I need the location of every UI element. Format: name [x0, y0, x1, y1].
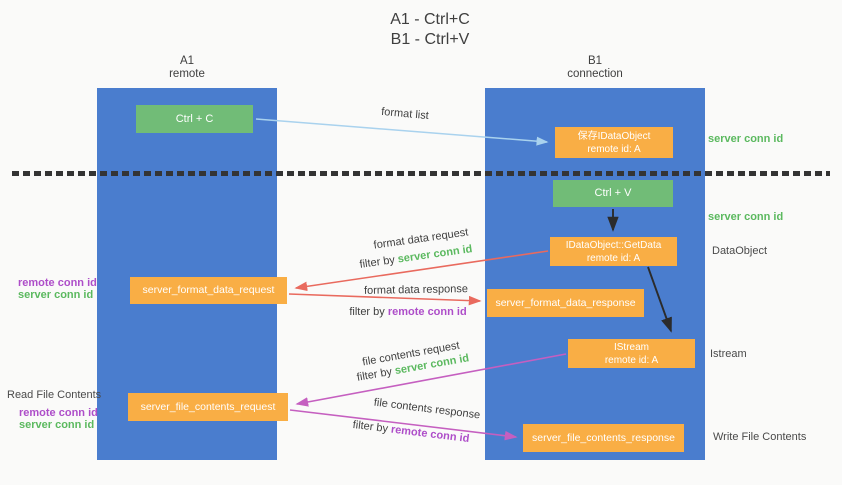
- server-format-data-response-node: server_format_data_response: [487, 289, 644, 317]
- filter-by-remote-conn-id-2: filter by remote conn id: [352, 419, 471, 445]
- right-column-header: B1 connection: [545, 55, 645, 81]
- ctrl-c-node: Ctrl + C: [136, 105, 253, 133]
- filter-remote-conn-id-1: remote conn id: [387, 306, 467, 318]
- left-conn-id-pair-top: remote conn id server conn id: [18, 277, 97, 301]
- left-conn-id-pair-bottom: remote conn id server conn id: [19, 407, 98, 431]
- ctrl-v-node: Ctrl + V: [553, 180, 673, 207]
- right-column-id: B1: [587, 55, 603, 67]
- left-column-id: A1: [179, 55, 195, 67]
- istream-node: IStream remote id: A: [568, 339, 695, 368]
- remote-conn-id-label-2: remote conn id: [19, 407, 98, 419]
- file-contents-response-label: file contents response: [373, 396, 481, 422]
- istream-line1: IStream: [613, 341, 649, 353]
- save-idataobject-line1: 保存IDataObject: [577, 130, 651, 142]
- format-list-label: format list: [380, 105, 430, 123]
- istream-side-label: Istream: [710, 348, 747, 360]
- server-format-data-request-label: server_format_data_request: [142, 284, 275, 296]
- server-conn-id-label-mid: server conn id: [708, 211, 784, 223]
- dotted-separator: [12, 171, 830, 176]
- filter-by-remote-conn-id-1: filter by remote conn id: [347, 306, 469, 318]
- getdata-node: IDataObject::GetData remote id: A: [550, 237, 677, 266]
- server-conn-id-label-2: server conn id: [19, 418, 95, 431]
- filter-by-text-2: filter by: [349, 306, 388, 318]
- filter-remote-conn-id-2: remote conn id: [390, 423, 470, 446]
- remote-conn-id-label-1: remote conn id: [18, 277, 97, 289]
- istream-line2: remote id: A: [604, 354, 659, 366]
- save-idataobject-node: 保存IDataObject remote id: A: [555, 127, 673, 158]
- filter-by-text-4: filter by: [352, 418, 392, 436]
- diagram-title: A1 - Ctrl+C B1 - Ctrl+V: [0, 10, 842, 50]
- server-file-contents-request-label: server_file_contents_request: [140, 400, 276, 413]
- getdata-line1: IDataObject::GetData: [565, 239, 662, 251]
- right-column-subtitle: connection: [567, 68, 623, 80]
- server-format-data-request-node: server_format_data_request: [130, 277, 287, 304]
- server-file-contents-response-label: server_file_contents_response: [531, 431, 675, 444]
- format-data-response-label: format data response: [363, 283, 469, 297]
- server-conn-id-label-top: server conn id: [708, 133, 784, 145]
- server-format-data-response-label: server_format_data_response: [495, 296, 636, 309]
- ctrl-v-label: Ctrl + V: [594, 187, 632, 199]
- ctrl-c-label: Ctrl + C: [175, 112, 214, 125]
- getdata-line2: remote id: A: [586, 252, 641, 264]
- left-column-subtitle: remote: [169, 68, 205, 80]
- filter-by-text-1: filter by: [358, 253, 399, 271]
- server-file-contents-request-node: server_file_contents_request: [128, 393, 288, 421]
- dataobject-label: DataObject: [712, 245, 768, 257]
- title-line-2: B1 - Ctrl+V: [390, 31, 470, 48]
- server-conn-id-label-1: server conn id: [18, 288, 94, 301]
- title-line-1: A1 - Ctrl+C: [390, 11, 470, 28]
- read-file-contents-label: Read File Contents: [7, 389, 102, 401]
- save-idataobject-line2: remote id: A: [587, 143, 641, 155]
- server-file-contents-response-node: server_file_contents_response: [523, 424, 684, 452]
- left-column-header: A1 remote: [137, 55, 237, 81]
- write-file-contents-label: Write File Contents: [713, 431, 807, 443]
